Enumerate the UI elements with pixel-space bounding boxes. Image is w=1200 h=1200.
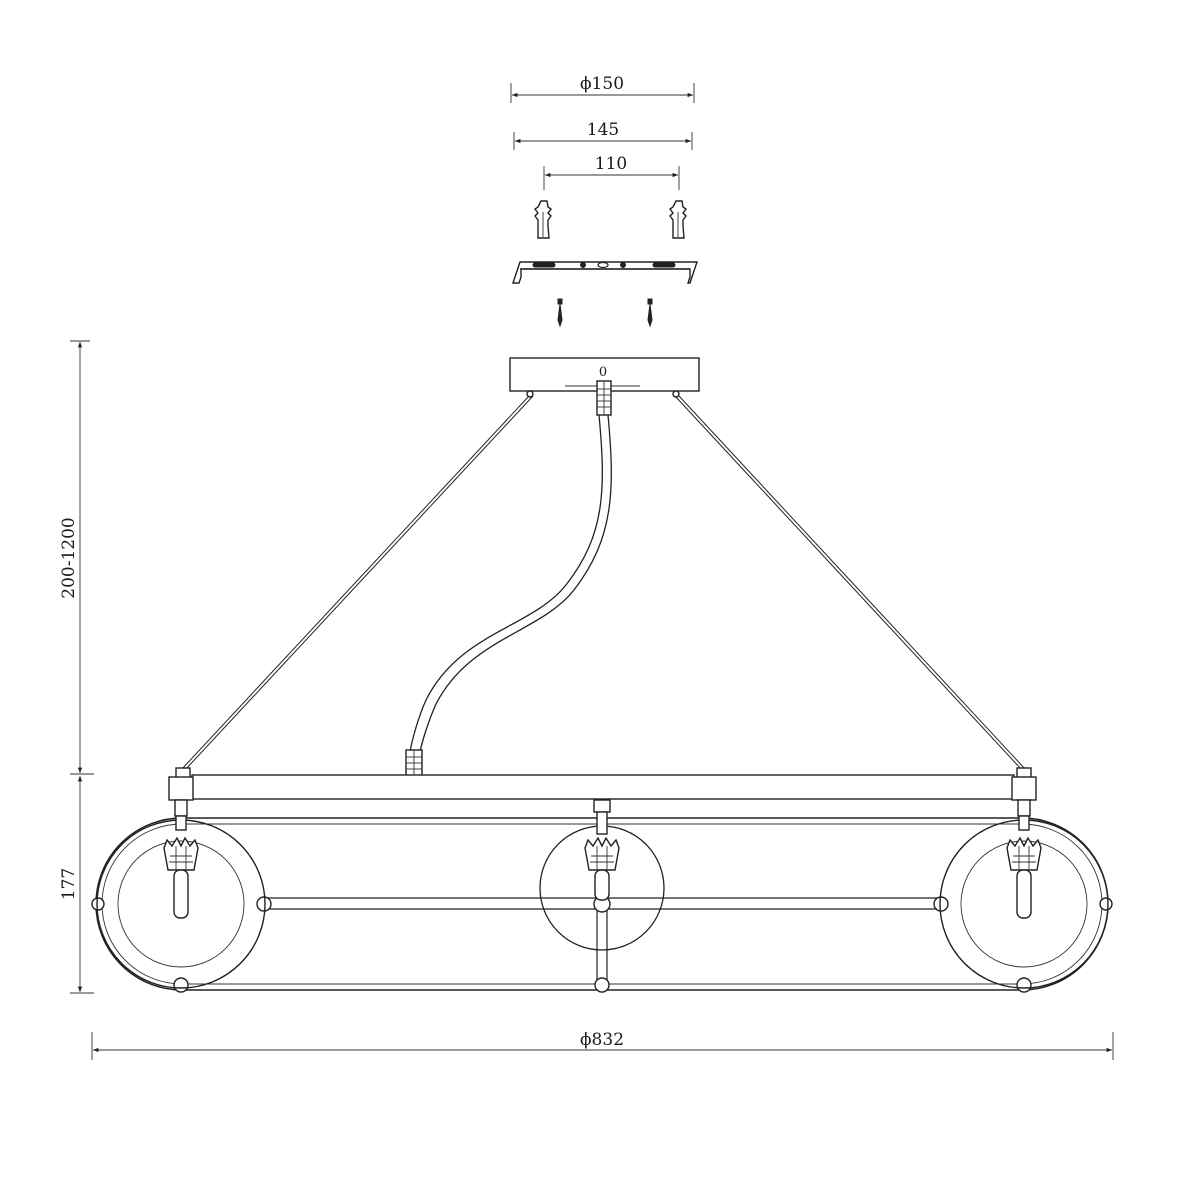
dimension-overall: ϕ832 [91,1030,1114,1060]
canopy-mark: 0 [599,365,607,380]
dimension-label-phi150: ϕ150 [580,74,624,94]
dimension-label-145: 145 [587,120,619,140]
dimension-label-110: 110 [595,154,627,174]
wall-anchor-right [668,200,688,239]
frame-joint-left-end [91,897,105,911]
frame-joint-bottom-right [1016,977,1032,993]
canopy-cable-grip [596,380,612,416]
lamp-holder-center [584,799,620,901]
top-bar [191,774,1015,800]
power-cable [409,414,603,753]
mounting-bracket [512,261,698,284]
frame-joint-left-inner [256,896,272,912]
dimension-110: 110 [543,154,680,190]
bar-cable-grip [405,749,423,777]
suspension-wire-right [674,395,1023,771]
frame-joint-right-end [1099,897,1113,911]
lamp-holder-right [1006,815,1042,919]
dimension-145: 145 [513,120,693,150]
dimension-phi150: ϕ150 [510,74,695,103]
dimension-body-height: 177 [59,773,94,994]
bar-end-cap-right [1011,767,1037,817]
power-cable-b [419,414,612,753]
canopy-hook-left [526,390,534,398]
dimension-label-overall: ϕ832 [580,1030,624,1050]
screw-right [647,298,653,328]
bar-end-cap-left [168,767,194,817]
wall-anchor-left [533,200,553,239]
dimension-label-height-range: 200-1200 [59,517,79,598]
suspension-wire-left [180,395,530,771]
suspension-wire-left-b [184,395,534,771]
frame-joint-bottom-left [173,977,189,993]
frame-joint-bottom-center [594,977,610,993]
dimension-label-body-height: 177 [59,868,79,900]
frame-joint-right-inner [933,896,949,912]
screw-left [557,298,563,328]
lamp-holder-left [163,815,199,919]
dimension-height-range: 200-1200 [59,340,90,773]
suspension-wire-right-b [678,395,1027,771]
canopy-hook-right [672,390,680,398]
